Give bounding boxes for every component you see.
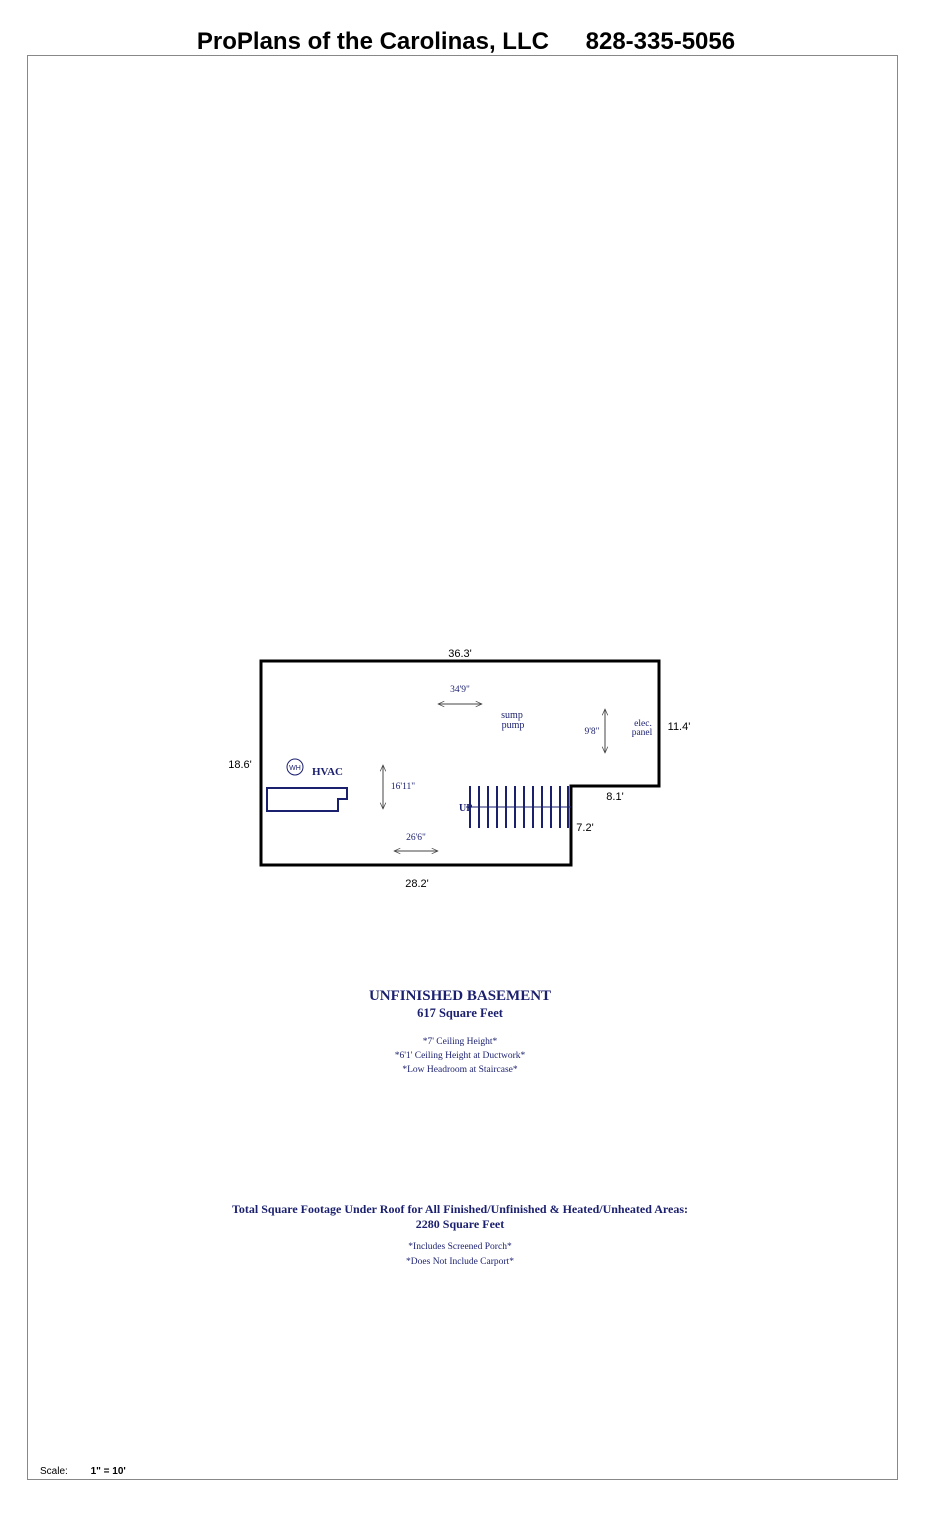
sump-pump-label-line2: pump xyxy=(502,720,525,731)
dimension-step-vertical: 7.2' xyxy=(576,822,593,834)
staircase xyxy=(466,786,571,828)
basement-note: *6'1' Ceiling Height at Ductwork* xyxy=(395,1051,526,1061)
elec-panel-label-line1: elec. xyxy=(634,719,652,729)
dimension-step-horizontal: 8.1' xyxy=(606,791,623,803)
elec-panel-label-line2: panel xyxy=(632,728,653,738)
basement-note: *7' Ceiling Height* xyxy=(423,1037,498,1047)
interior-height-right: 9'8" xyxy=(584,727,599,737)
total-area: 2280 Square Feet xyxy=(416,1217,504,1231)
interior-width-lower: 26'6" xyxy=(406,833,426,843)
interior-width-upper: 34'9" xyxy=(450,685,470,695)
basement-note: *Low Headroom at Staircase* xyxy=(402,1065,518,1075)
scale-legend: Scale: 1" = 10' xyxy=(40,1466,126,1477)
water-heater-label: WH xyxy=(289,765,301,772)
company-phone: 828-335-5056 xyxy=(585,28,736,55)
basement-outline xyxy=(259,659,661,867)
total-note: *Does Not Include Carport* xyxy=(406,1257,514,1267)
scale-label: Scale: xyxy=(40,1466,68,1477)
scale-value: 1" = 10' xyxy=(90,1466,126,1477)
water-heater-icon xyxy=(286,758,304,776)
hvac-label: HVAC xyxy=(312,766,343,778)
stairs-up-label: UP xyxy=(459,803,472,814)
dimension-bottom: 28.2' xyxy=(405,878,429,890)
dimension-right: 11.4' xyxy=(668,721,691,733)
dimension-left: 18.6' xyxy=(228,759,252,771)
dimension-top: 36.3' xyxy=(448,648,472,660)
total-title: Total Square Footage Under Roof for All … xyxy=(232,1202,688,1216)
interior-height-left: 16'11" xyxy=(391,782,415,792)
company-name: ProPlans of the Carolinas, LLC xyxy=(196,28,549,55)
hvac-unit-icon xyxy=(266,787,348,812)
basement-area: 617 Square Feet xyxy=(417,1006,504,1020)
basement-title: UNFINISHED BASEMENT xyxy=(369,988,551,1004)
page-header: ProPlans of the Carolinas, LLC 828-335-5… xyxy=(0,28,932,56)
total-note: *Includes Screened Porch* xyxy=(408,1242,512,1252)
sump-pump-label-line1: sump xyxy=(501,710,523,721)
plan-sheet-border xyxy=(27,55,898,1480)
